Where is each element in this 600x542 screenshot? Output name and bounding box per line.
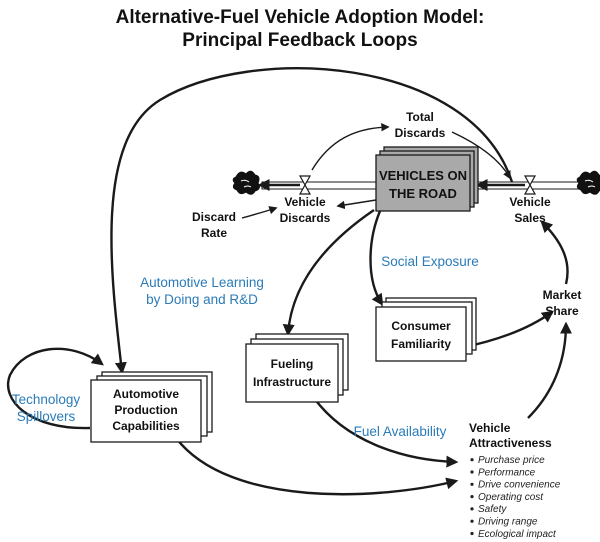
bullet-dot bbox=[470, 482, 474, 486]
discard-rate-label-1: Discard bbox=[192, 210, 236, 224]
bullet-dot bbox=[470, 507, 474, 511]
bullet-dot bbox=[470, 458, 474, 462]
link-vehicles-to-familiarity bbox=[369, 210, 384, 306]
total-discards-label-1: Total bbox=[406, 110, 434, 124]
bullet-dot bbox=[470, 531, 474, 536]
loop-label-technology-spillovers-1: Technology bbox=[12, 392, 81, 407]
link-total-discards-to-sales bbox=[451, 131, 511, 180]
vehicle-discards-label-1: Vehicle bbox=[284, 195, 326, 209]
fueling-infrastructure-label-1: Fueling bbox=[271, 357, 314, 371]
vehicle-attractiveness-label-2: Attractiveness bbox=[469, 436, 552, 450]
link-sales-to-production bbox=[110, 67, 514, 375]
consumer-familiarity-label-2: Familiarity bbox=[391, 337, 451, 351]
discard-rate-label-2: Rate bbox=[201, 226, 227, 240]
attractiveness-factor: Performance bbox=[478, 467, 536, 478]
link-vehicles-to-total-discards bbox=[311, 123, 390, 171]
vehicle-discards-label-2: Discards bbox=[280, 211, 331, 225]
stock-fueling-infrastructure: Fueling Infrastructure bbox=[245, 333, 349, 403]
vehicle-attractiveness-label-1: Vehicle bbox=[469, 421, 511, 435]
market-share-label-1: Market bbox=[543, 288, 582, 302]
fueling-infrastructure-label-2: Infrastructure bbox=[253, 375, 331, 389]
attractiveness-factor: Operating cost bbox=[478, 492, 544, 503]
link-production-to-attractiveness bbox=[175, 437, 459, 496]
attractiveness-factor: Safety bbox=[478, 504, 507, 515]
attractiveness-factor: Purchase price bbox=[478, 455, 545, 466]
automotive-production-label-3: Capabilities bbox=[112, 419, 180, 433]
link-vehicles-to-discards bbox=[336, 199, 377, 210]
loop-label-social-exposure: Social Exposure bbox=[381, 254, 479, 269]
valve-icon bbox=[298, 175, 312, 195]
stock-automotive-production: Automotive Production Capabilities bbox=[90, 371, 213, 443]
link-attractiveness-to-market-share bbox=[527, 321, 572, 419]
bullet-dot bbox=[470, 519, 474, 523]
diagram-title-line-2: Principal Feedback Loops bbox=[182, 30, 417, 51]
bullet-dot bbox=[470, 495, 474, 499]
attractiveness-factor: Driving range bbox=[478, 517, 538, 528]
loop-label-automotive-learning-2: by Doing and R&D bbox=[146, 292, 258, 307]
attractiveness-factor: Ecological impact bbox=[478, 529, 557, 540]
vehicles-on-road-label-2: THE ROAD bbox=[389, 186, 457, 201]
link-vehicles-to-fueling bbox=[282, 209, 375, 337]
link-market-share-to-sales bbox=[540, 220, 569, 285]
vehicle-sales-label-2: Sales bbox=[514, 211, 546, 225]
loop-label-technology-spillovers-2: Spillovers bbox=[17, 409, 76, 424]
loop-label-fuel-availability: Fuel Availability bbox=[354, 424, 447, 439]
cloud-source-icon bbox=[576, 170, 600, 195]
link-technology-spillovers bbox=[7, 347, 104, 430]
valve-icon bbox=[523, 175, 537, 195]
bullet-dot bbox=[470, 470, 474, 474]
loop-label-automotive-learning-1: Automotive Learning bbox=[140, 275, 264, 290]
total-discards-label-2: Discards bbox=[395, 126, 446, 140]
consumer-familiarity-label-1: Consumer bbox=[391, 319, 451, 333]
link-discard-rate-to-discards bbox=[241, 206, 278, 219]
vehicle-sales-label-1: Vehicle bbox=[509, 195, 551, 209]
cloud-sink-icon bbox=[232, 170, 260, 195]
link-fueling-to-attractiveness bbox=[313, 397, 459, 468]
market-share-label-2: Share bbox=[545, 304, 579, 318]
stock-consumer-familiarity: Consumer Familiarity bbox=[375, 297, 477, 362]
vehicles-on-road-label-1: VEHICLES ON bbox=[379, 168, 467, 183]
stock-vehicles-on-road: VEHICLES ON THE ROAD bbox=[375, 146, 479, 212]
diagram-title-line-1: Alternative-Fuel Vehicle Adoption Model: bbox=[116, 7, 485, 28]
automotive-production-label-2: Production bbox=[114, 403, 177, 417]
automotive-production-label-1: Automotive bbox=[113, 387, 179, 401]
attractiveness-factor: Drive convenience bbox=[478, 480, 561, 491]
